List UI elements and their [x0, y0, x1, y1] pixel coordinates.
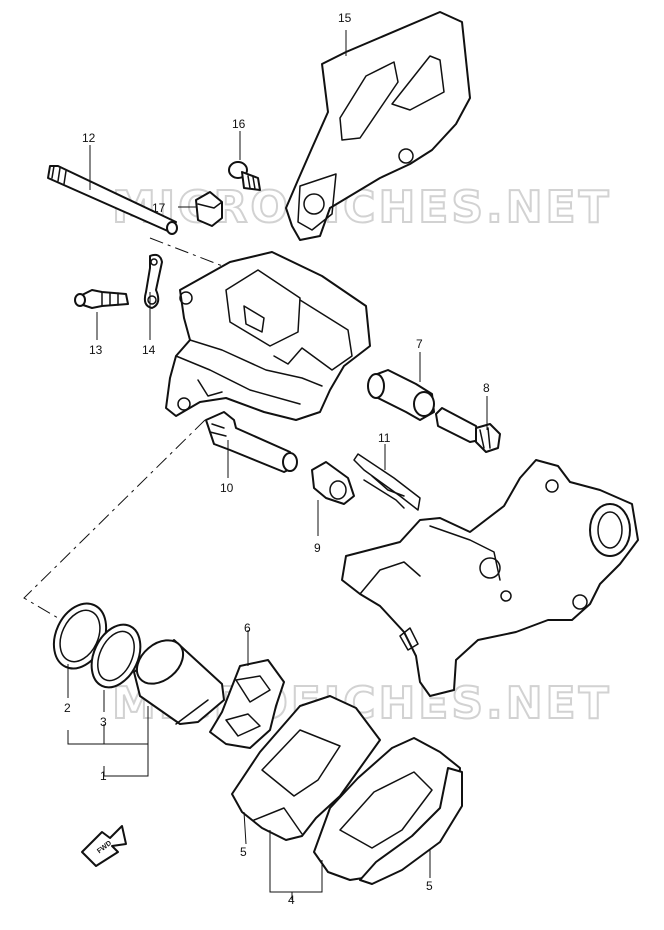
callout-6: 6: [244, 621, 251, 635]
part-4-brake-pad-front[interactable]: [231, 695, 381, 841]
callout-11: 11: [378, 431, 391, 445]
callout-2: 2: [64, 701, 71, 715]
callout-14: 14: [142, 343, 156, 357]
callout-3: 3: [100, 715, 107, 729]
callout-5-right: 5: [426, 879, 433, 893]
part-15-caliper-guard[interactable]: [285, 11, 471, 241]
part-12-pad-pin[interactable]: [47, 165, 178, 235]
part-8-bolt[interactable]: [435, 407, 501, 453]
part-14-bleeder-cap[interactable]: [143, 253, 163, 309]
part-7-sleeve[interactable]: [367, 369, 435, 421]
part-5-shim-rear[interactable]: [359, 767, 463, 885]
caliper-body[interactable]: [165, 251, 371, 421]
callout-1: 1: [100, 769, 107, 783]
callout-15: 15: [338, 11, 352, 25]
callout-5-left: 5: [240, 845, 247, 859]
callout-10: 10: [220, 481, 234, 495]
part-13-bleeder-valve[interactable]: [74, 289, 129, 309]
callout-12: 12: [82, 131, 96, 145]
callout-7: 7: [416, 337, 423, 351]
callout-4: 4: [288, 893, 295, 907]
part-10-slide-pin[interactable]: [205, 411, 298, 473]
guide-line-piston: [23, 419, 206, 619]
part-16-bolt[interactable]: [228, 161, 261, 191]
callout-16: 16: [232, 117, 246, 131]
part-11-spring[interactable]: [353, 453, 421, 511]
callout-9: 9: [314, 541, 321, 555]
guide-line-pin: [149, 237, 239, 273]
callout-13: 13: [89, 343, 103, 357]
leader-lines: [67, 30, 488, 900]
callout-8: 8: [483, 381, 490, 395]
part-1-piston[interactable]: [129, 631, 225, 725]
part-6-shim[interactable]: [209, 659, 285, 749]
part-3-seal-ring[interactable]: [82, 617, 150, 695]
fwd-arrow: FWD: [81, 825, 127, 867]
caliper-bracket[interactable]: [341, 459, 639, 697]
callout-17: 17: [152, 201, 166, 215]
part-17-cap[interactable]: [195, 191, 223, 227]
callout-numbers: 15 16 17 12 14 13 7 8 11 10 9 2 3 1 6 5 …: [64, 11, 490, 907]
part-9-boot[interactable]: [311, 461, 355, 505]
